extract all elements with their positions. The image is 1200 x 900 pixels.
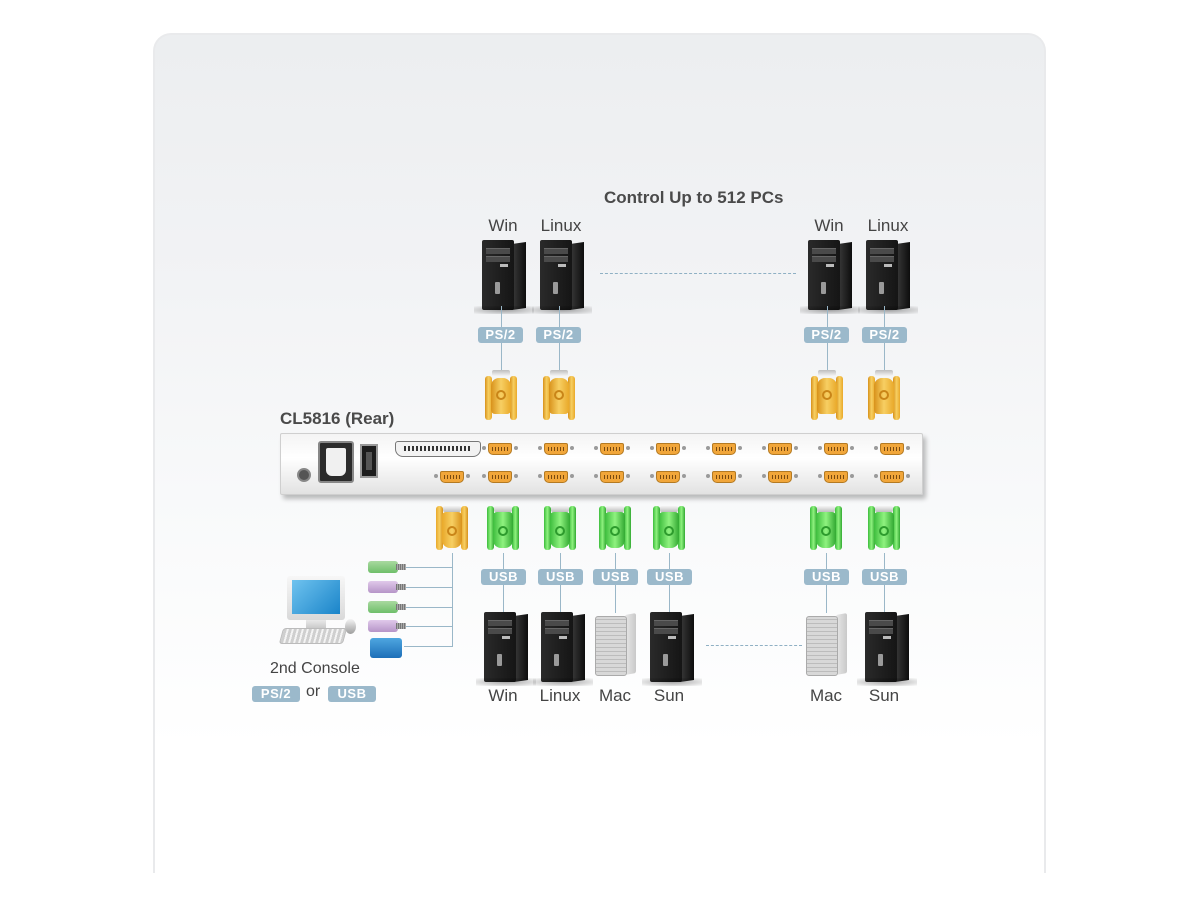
mac-pro-icon-3	[595, 612, 637, 676]
bottom-pc-label-1: Win	[488, 686, 518, 705]
kvm-port-top-5	[706, 442, 742, 456]
console-cable-trunk	[452, 553, 453, 647]
kvm-port-bottom-3	[594, 470, 630, 484]
diagram-title: Control Up to 512 PCs	[604, 188, 784, 207]
interface-badge-top-4: PS/2	[862, 327, 907, 343]
console-cable-branch-2	[404, 587, 452, 588]
interface-badge-bottom-5: USB	[804, 569, 849, 585]
bottom-pc-label-4: Sun	[653, 686, 685, 705]
kvm-port-top-3	[594, 442, 630, 456]
interface-badge-bottom-2: USB	[538, 569, 583, 585]
interface-badge-top-1: PS/2	[478, 327, 523, 343]
interface-badge-bottom-6: USB	[862, 569, 907, 585]
monitor-icon	[287, 576, 345, 620]
usb-kvm-connector-icon-1	[486, 506, 520, 554]
usb-kvm-connector-icon-6	[867, 506, 901, 554]
usb-kvm-connector-icon-4	[652, 506, 686, 554]
console-interface-badge-ps2: PS/2	[252, 686, 300, 702]
usb-plug-purple-icon	[368, 581, 406, 593]
daisy-chain-port-icon	[395, 441, 481, 457]
kvm-port-top-4	[650, 442, 686, 456]
power-switch-icon	[360, 444, 378, 478]
kvm-port-top-2	[538, 442, 574, 456]
interface-badge-top-2: PS/2	[536, 327, 581, 343]
device-label: CL5816 (Rear)	[280, 409, 395, 428]
monitor-stand	[306, 620, 326, 630]
ground-terminal-icon	[297, 468, 311, 482]
interface-badge-top-3: PS/2	[804, 327, 849, 343]
console-kvm-connector-icon	[435, 506, 469, 554]
kvm-port-top-6	[762, 442, 798, 456]
console-cable-branch-4	[404, 626, 452, 627]
mouse-icon	[345, 619, 356, 634]
keyboard-icon	[278, 628, 348, 644]
console-label: 2nd Console	[270, 660, 360, 677]
ps2-kvm-connector-icon-1	[484, 370, 518, 420]
tower-pc-icon-6	[857, 612, 917, 686]
console-cable-branch-3	[404, 607, 452, 608]
console-cable-branch-1	[404, 567, 452, 568]
interface-badge-bottom-4: USB	[647, 569, 692, 585]
kvm-port-top-8	[874, 442, 910, 456]
console-interface-badge-usb: USB	[328, 686, 376, 702]
kvm-port-bottom-4	[650, 470, 686, 484]
power-socket-icon	[318, 441, 354, 483]
interface-badge-bottom-1: USB	[481, 569, 526, 585]
usb-kvm-connector-icon-2	[543, 506, 577, 554]
kvm-port-bottom-6	[762, 470, 798, 484]
console-port	[434, 470, 470, 484]
top-pc-tower-icon-1	[474, 240, 534, 314]
top-pc-label-1: Win	[488, 216, 518, 235]
interface-badge-bottom-3: USB	[593, 569, 638, 585]
kvm-port-bottom-8	[874, 470, 910, 484]
tower-pc-icon-4	[642, 612, 702, 686]
ps2-kvm-connector-icon-4	[867, 370, 901, 420]
bottom-pc-label-3: Mac	[598, 686, 632, 705]
console-cable-branch-5	[404, 646, 452, 647]
vga-plug-icon	[370, 638, 402, 658]
top-pc-label-4: Linux	[867, 216, 909, 235]
top-pc-label-2: Linux	[540, 216, 582, 235]
tower-pc-icon-1	[476, 612, 536, 686]
ps2-kvm-connector-icon-2	[542, 370, 576, 420]
usb-plug-green-icon	[368, 561, 406, 573]
tower-pc-icon-2	[533, 612, 593, 686]
continuation-dashed-line-top	[600, 273, 796, 274]
usb-kvm-connector-icon-5	[809, 506, 843, 554]
ps2-kvm-connector-icon-3	[810, 370, 844, 420]
top-pc-tower-icon-4	[858, 240, 918, 314]
console-or-text: or	[306, 683, 321, 700]
top-pc-tower-icon-2	[532, 240, 592, 314]
mac-pro-icon-5	[806, 612, 848, 676]
kvm-port-top-7	[818, 442, 854, 456]
continuation-dashed-line-bottom	[706, 645, 802, 646]
ps2-keyboard-plug-icon	[368, 620, 406, 632]
usb-kvm-connector-icon-3	[598, 506, 632, 554]
kvm-port-bottom-2	[538, 470, 574, 484]
ps2-mouse-plug-icon	[368, 601, 406, 613]
kvm-port-top-1	[482, 442, 518, 456]
bottom-pc-label-2: Linux	[539, 686, 581, 705]
kvm-port-bottom-5	[706, 470, 742, 484]
kvm-port-bottom-7	[818, 470, 854, 484]
top-pc-tower-icon-3	[800, 240, 860, 314]
bottom-pc-label-6: Sun	[868, 686, 900, 705]
kvm-port-bottom-1	[482, 470, 518, 484]
top-pc-label-3: Win	[814, 216, 844, 235]
bottom-pc-label-5: Mac	[809, 686, 843, 705]
